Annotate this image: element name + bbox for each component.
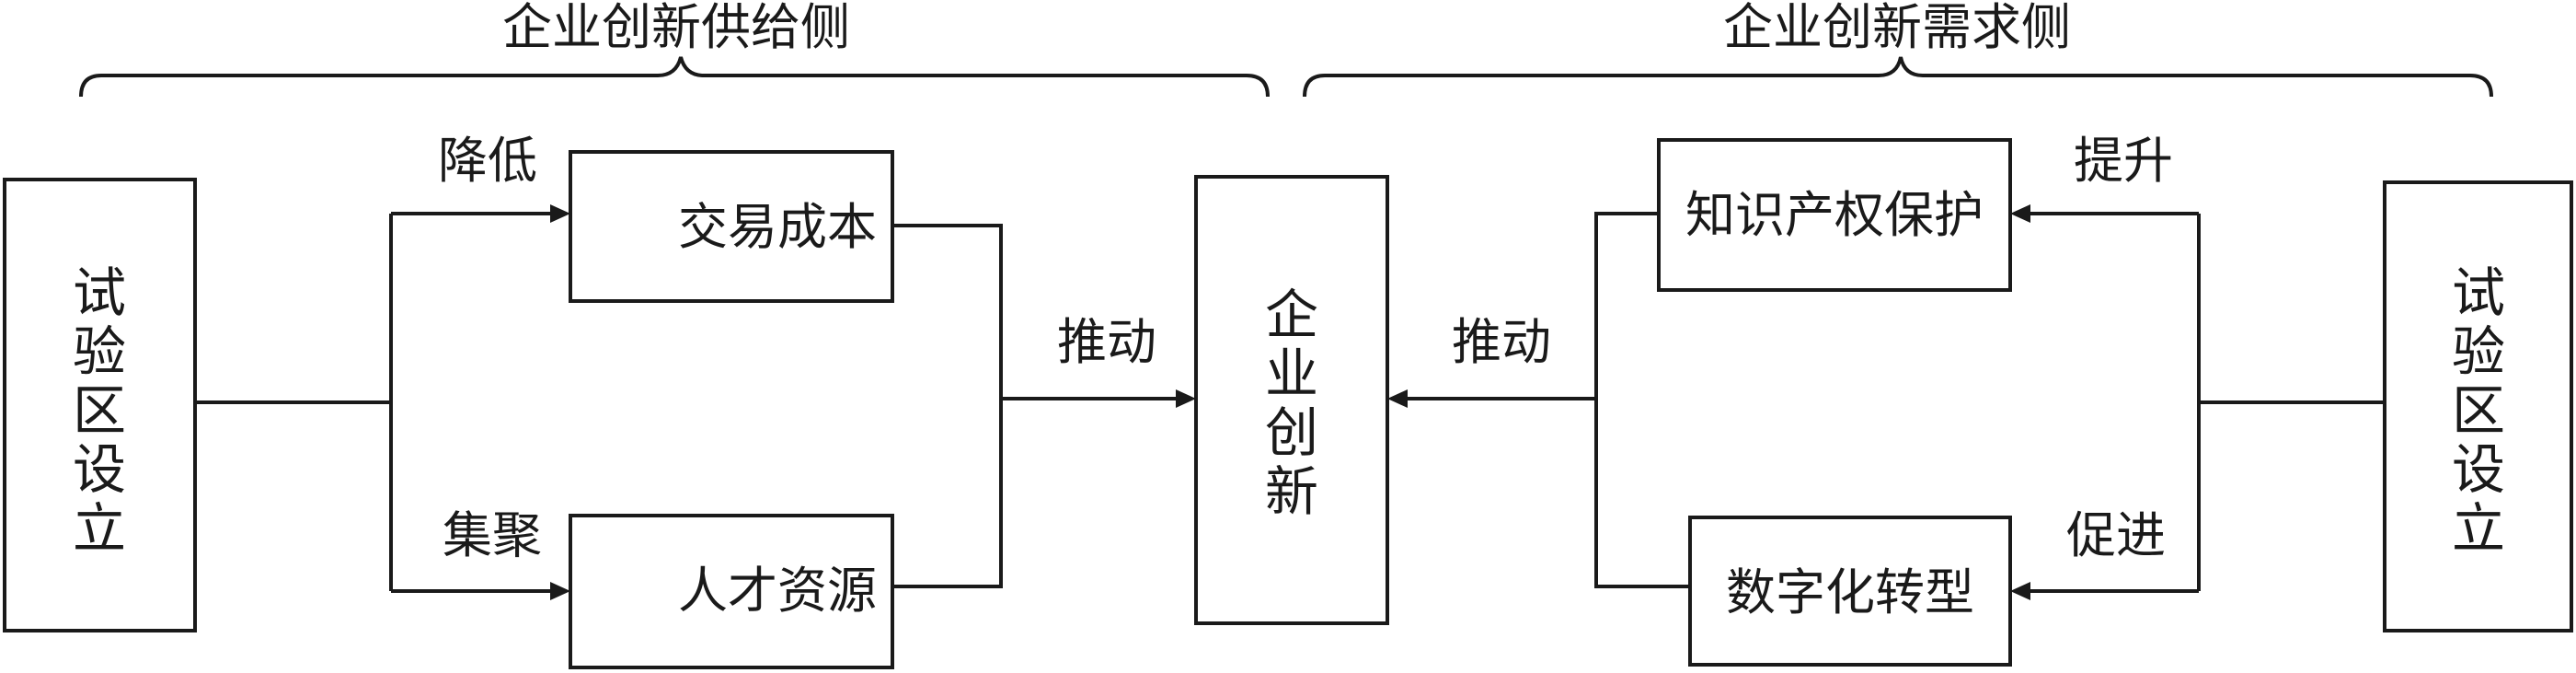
talent-resources-box: [569, 514, 894, 669]
drive-right-label: 推动: [1452, 313, 1551, 371]
supply-side-header: 企业创新供给侧: [502, 0, 850, 56]
right-pilot-zone-char: 验: [2452, 320, 2505, 383]
digital-transformation-label: 数字化转型: [1726, 563, 1974, 621]
right-pilot-zone-char: 设: [2452, 438, 2505, 501]
to-ip-protection-arrowhead: [2010, 204, 2030, 223]
improve-label: 提升: [2074, 132, 2173, 190]
right-pilot-zone-char: 试: [2452, 261, 2505, 324]
reduce-label: 降低: [438, 132, 537, 190]
enterprise-innovation-char: 新: [1265, 460, 1318, 523]
ip-protection-box: [1657, 138, 2012, 292]
left-pilot-zone-char: 试: [73, 261, 126, 324]
talent-resources-label: 人才资源: [678, 562, 877, 620]
demand-side-header: 企业创新需求侧: [1723, 0, 2071, 56]
right-pilot-zone-char: 立: [2452, 497, 2505, 560]
supply-merge-line: [892, 224, 1003, 588]
enterprise-innovation-char: 企: [1265, 284, 1318, 346]
left-pilot-zone-char: 验: [73, 320, 126, 383]
gather-label: 集聚: [443, 506, 542, 564]
supply-to-innovation-arrowhead: [1176, 389, 1196, 408]
to-transaction-cost-arrowhead: [550, 204, 570, 223]
supply-side-brace: [79, 56, 1270, 98]
enterprise-innovation-char: 业: [1265, 342, 1318, 405]
to-digital-transformation-arrowhead: [2010, 582, 2030, 600]
drive-left-label: 推动: [1057, 313, 1156, 371]
enterprise-innovation-box: [1194, 175, 1389, 625]
left-pilot-zone-char: 设: [73, 438, 126, 501]
left-pilot-zone-char: 区: [73, 379, 126, 442]
transaction-cost-label: 交易成本: [678, 198, 877, 256]
transaction-cost-box: [569, 150, 894, 303]
ip-protection-label: 知识产权保护: [1685, 186, 1984, 244]
demand-to-innovation-arrowhead: [1387, 389, 1408, 408]
promote-label: 促进: [2066, 506, 2166, 564]
demand-side-brace: [1303, 56, 2493, 98]
left-pilot-zone-char: 立: [73, 497, 126, 560]
right-pilot-zone-box: [2383, 180, 2573, 632]
digital-transformation-box: [1688, 516, 2012, 667]
to-talent-arrowhead: [550, 582, 570, 600]
enterprise-innovation-char: 创: [1265, 401, 1318, 464]
left-pilot-zone-box: [3, 178, 197, 632]
right-pilot-zone-char: 区: [2452, 379, 2505, 442]
